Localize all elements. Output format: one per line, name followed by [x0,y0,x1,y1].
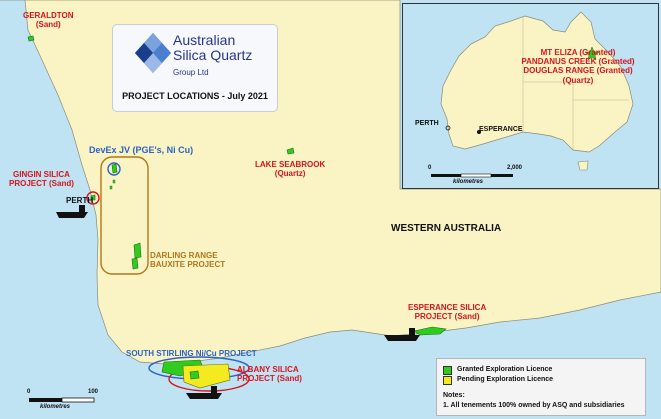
inset-perth-dot [445,125,451,131]
lake-seabrook-label: LAKE SEABROOK (Quartz) [255,160,325,178]
lake-seabrook-line2: (Quartz) [274,169,306,179]
scale-start: 0 [27,389,31,395]
note-1: 1. All tenements 100% owned by ASQ and s… [443,402,625,409]
darling-tenement-2 [131,257,139,270]
darling-range-label: DARLING RANGE BAUXITE PROJECT [150,251,225,269]
geraldton-label: GERALDTON (Sand) [23,11,74,29]
map-title: PROJECT LOCATIONS - July 2021 [122,91,268,101]
albany-label: ALBANY SILICA PROJECT (Sand) [237,365,302,383]
inset-pandanus: PANDANUS CREEK (Granted) [521,57,635,67]
darling-tenement-1 [133,242,142,259]
esperance-line1: ESPERANCE SILICA [408,303,487,312]
geraldton-name: GERALDTON [23,11,74,20]
gingin-tenement [90,194,96,201]
scale-unit: kilometres [40,404,71,410]
esperance-ship-icon [384,328,420,341]
logo-name: Australian Silica Quartz [173,32,253,64]
lake-seabrook-tenement [286,147,295,155]
scale-bar [29,397,95,403]
devex-tenement [111,163,118,174]
inset-scale-start: 0 [428,165,432,171]
inset-perth-label: PERTH [415,120,439,127]
logo-name-line1: Australian [173,32,236,48]
inset-mt-eliza: MT ELIZA (Granted) [540,48,616,57]
tasmania [577,160,589,171]
albany-line1: ALBANY SILICA [237,365,299,374]
devex-circle [107,162,121,176]
inset-esperance-dot [477,130,481,134]
inset-douglas: DOUGLAS RANGE (Granted) [523,66,633,76]
perth-label: PERTH [66,196,94,205]
perth-ship-icon [56,205,88,218]
granted-label: Granted Exploration Licence [457,366,553,373]
geraldton-sub: (Sand) [35,20,61,30]
darling-range-outline [100,156,149,275]
devex-tenement-small-2 [109,185,113,190]
inset-scale-black-2 [491,174,513,177]
albany-granted-tenement [189,370,200,380]
albany-pending-tenements [182,363,231,389]
asq-logo-icon [135,33,171,73]
inset-scale-black [431,174,461,177]
devex-tenement-small-1 [112,179,116,184]
logo-panel: Australian Silica Quartz Group Ltd PROJE… [112,24,278,112]
granted-swatch [443,366,452,375]
darling-line2: BAUXITE PROJECT [150,260,226,270]
notes-title: Notes: [443,392,465,399]
logo-group: Group Ltd [173,68,209,77]
legend-box: Granted Exploration Licence Pending Expl… [436,358,646,416]
geraldton-tenement [27,35,35,42]
esperance-tenement [413,326,447,336]
australia-inset-map: MT ELIZA (Granted) PANDANUS CREEK (Grant… [402,3,659,189]
logo-name-line2: Silica Quartz [173,47,253,64]
gingin-line1: GINGIN SILICA [13,170,70,179]
inset-svg [431,11,634,178]
pending-label: Pending Exploration Licence [457,376,554,383]
inset-esperance-label: ESPERANCE [479,126,523,133]
devex-label: DevEx JV (PGE's, Ni Cu) [89,145,194,155]
albany-line2: PROJECT (Sand) [237,374,302,384]
esperance-label: ESPERANCE SILICA PROJECT (Sand) [408,303,486,321]
inset-state-borders [522,16,629,150]
inset-scale-end: 2,000 [507,165,523,171]
esperance-line2: PROJECT (Sand) [414,312,480,322]
south-stirling-label: SOUTH STIRLING Ni/Cu PROJECT [126,349,257,358]
pending-swatch [443,376,452,385]
albany-ship-icon [186,386,222,399]
scale-end: 100 [88,389,99,395]
mt-eliza-star-icon [584,46,600,61]
western-australia-label: WESTERN AUSTRALIA [391,223,502,234]
inset-projects-label: MT ELIZA (Granted) PANDANUS CREEK (Grant… [503,48,653,85]
gingin-label: GINGIN SILICA PROJECT (Sand) [9,170,74,188]
gingin-line2: PROJECT (Sand) [9,179,74,189]
gingin-circle [86,191,100,205]
inset-scale-white [460,173,492,178]
darling-line1: DARLING RANGE [150,251,218,260]
inset-quartz: (Quartz) [562,75,594,85]
inset-scale-unit: kilometres [453,179,484,185]
lake-seabrook-line1: LAKE SEABROOK [255,160,326,169]
